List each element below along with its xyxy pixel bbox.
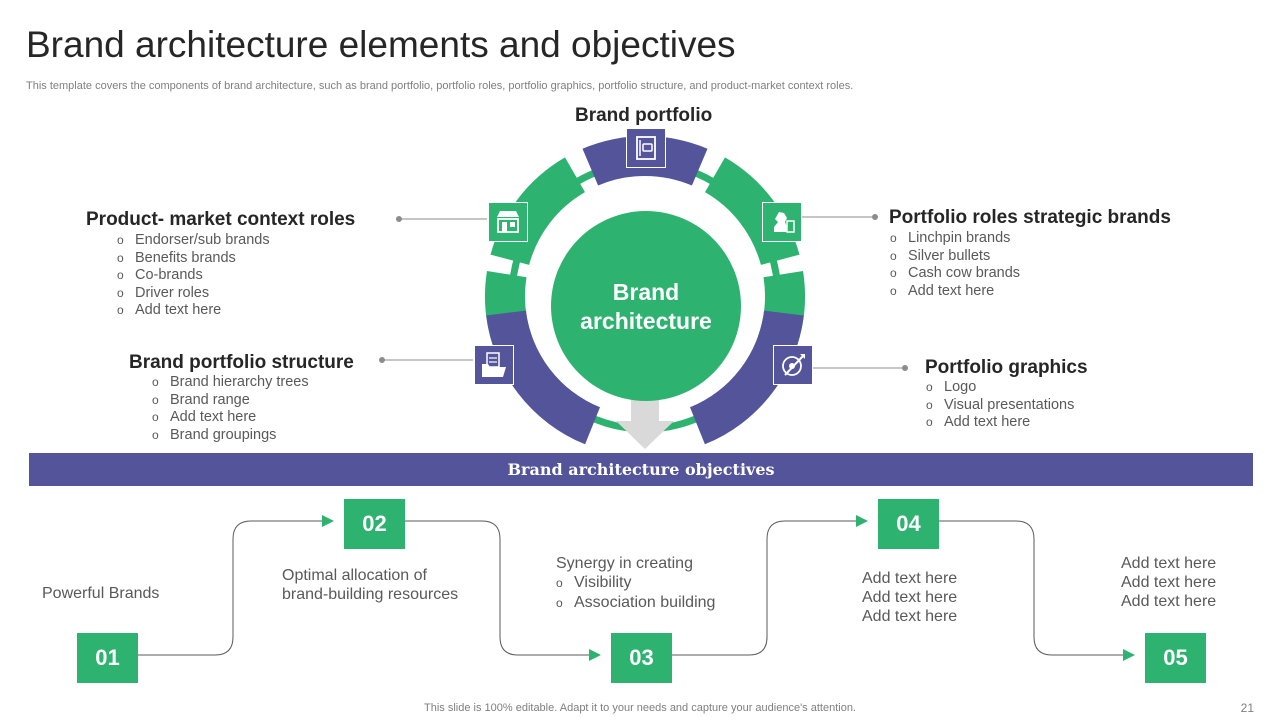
connector-04-05 (939, 520, 1123, 656)
connector-dot-portfolio-structure (379, 357, 385, 363)
arrowhead-02 (322, 515, 334, 527)
connector-dot-portfolio-graphics (902, 365, 908, 371)
list-item: Add text here (152, 409, 309, 427)
step-04-box: 04 (878, 499, 939, 549)
segment-lower-left (486, 310, 600, 445)
list-item: Add text here (117, 302, 270, 320)
portfolio-structure-list: Brand hierarchy trees Brand range Add te… (152, 374, 309, 444)
list-item: Logo (926, 379, 1074, 397)
chess-knight-icon (762, 202, 802, 242)
list-item: Brand range (152, 392, 309, 410)
step-05-box: 05 (1145, 633, 1206, 683)
connector-dot-portfolio-roles (872, 214, 878, 220)
center-label-line1: Brand (612, 279, 680, 305)
step-03-box: 03 (611, 633, 672, 683)
portfolio-roles-title: Portfolio roles strategic brands (889, 207, 1171, 228)
list-item: Co-brands (117, 267, 270, 285)
text-line: Add text here (1121, 555, 1217, 572)
connector-02-03 (405, 520, 589, 656)
connector-01-02 (138, 520, 322, 656)
step-02-text: Optimal allocation of brand-building res… (282, 566, 458, 604)
page-number: 21 (1240, 701, 1254, 715)
connector-dot-product-market (396, 216, 402, 222)
down-arrow (616, 398, 674, 449)
folder-documents-icon (474, 345, 514, 385)
list-item: Linchpin brands (890, 230, 1020, 248)
step-05-text: Add text here Add text here Add text her… (1121, 554, 1216, 611)
center-label-line2: architecture (580, 308, 712, 334)
list-item: Association building (556, 593, 715, 613)
step-01-text: Powerful Brands (42, 585, 160, 602)
storefront-icon (488, 202, 528, 242)
brand-portfolio-title: Brand portfolio (575, 105, 713, 126)
text-line: Add text here (862, 570, 958, 587)
portfolio-roles-list: Linchpin brands Silver bullets Cash cow … (890, 230, 1020, 300)
step-03-text: Synergy in creating Visibility Associati… (556, 554, 715, 613)
graphics-tools-icon (773, 345, 813, 385)
list-item: Visibility (556, 573, 715, 593)
step-02-box: 02 (344, 499, 405, 549)
text-line: Optimal allocation of (282, 567, 427, 584)
slide-title: Brand architecture elements and objectiv… (26, 24, 736, 65)
slide-subtitle: This template covers the components of b… (26, 80, 854, 92)
objectives-banner: Brand architecture objectives (29, 453, 1253, 486)
list-item: Benefits brands (117, 250, 270, 268)
list-item: Silver bullets (890, 248, 1020, 266)
portfolio-graphics-title: Portfolio graphics (925, 357, 1088, 378)
text-line: Synergy in creating (556, 555, 693, 572)
step-01-box: 01 (77, 633, 138, 683)
portfolio-structure-title: Brand portfolio structure (129, 352, 354, 373)
portfolio-graphics-list: Logo Visual presentations Add text here (926, 379, 1074, 432)
list-item: Visual presentations (926, 397, 1074, 415)
arrowhead-04 (856, 515, 868, 527)
text-line: Add text here (862, 608, 958, 625)
list-item: Endorser/sub brands (117, 232, 270, 250)
footer-note: This slide is 100% editable. Adapt it to… (424, 702, 856, 714)
center-label: Brand architecture (551, 212, 741, 402)
list-item: Add text here (890, 283, 1020, 301)
portfolio-icon (626, 128, 666, 168)
center-circle (551, 211, 741, 401)
list-item: Driver roles (117, 285, 270, 303)
text-line: Add text here (1121, 593, 1217, 610)
connector-03-04 (672, 520, 856, 656)
product-market-title: Product- market context roles (86, 209, 356, 230)
list-item: Brand hierarchy trees (152, 374, 309, 392)
product-market-list: Endorser/sub brands Benefits brands Co-b… (117, 232, 270, 320)
step-04-text: Add text here Add text here Add text her… (862, 569, 957, 626)
text-line: brand-building resources (282, 586, 459, 603)
text-line: Add text here (1121, 574, 1217, 591)
step-03-list: Visibility Association building (556, 573, 715, 613)
list-item: Cash cow brands (890, 265, 1020, 283)
list-item: Add text here (926, 414, 1074, 432)
text-line: Add text here (862, 589, 958, 606)
arrowhead-03 (589, 649, 601, 661)
arrowhead-05 (1123, 649, 1135, 661)
list-item: Brand groupings (152, 427, 309, 445)
